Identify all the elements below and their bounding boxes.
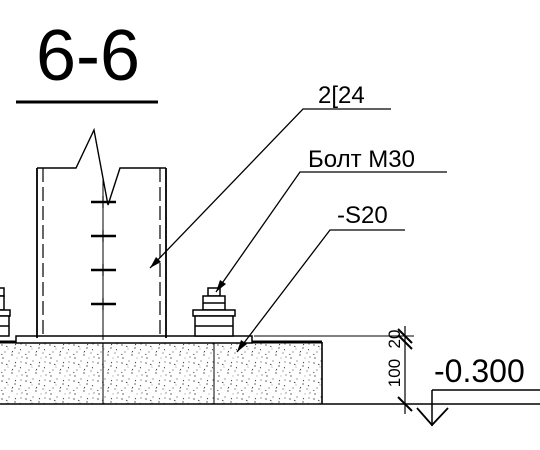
leader-plate <box>236 229 405 353</box>
column-channels <box>36 168 167 340</box>
elevation-label: -0.300 <box>434 353 525 389</box>
callout-channel: 2[24 <box>318 82 365 109</box>
anchor-bolt-right <box>192 287 236 337</box>
leader-plate-arrow <box>237 340 247 352</box>
callout-plate: -S20 <box>337 202 388 229</box>
dimension-grout: 20 <box>385 330 404 349</box>
leader-bolt-arrow <box>216 280 226 292</box>
concrete-slab <box>0 342 322 404</box>
break-line <box>37 127 166 206</box>
leader-channel-arrow <box>150 257 161 268</box>
dimension-lines <box>254 326 414 414</box>
elevation-arrow-icon <box>416 407 449 427</box>
callout-bolt: Болт M30 <box>308 146 415 173</box>
leader-bolt <box>215 171 447 293</box>
section-title: 6-6 <box>36 16 140 96</box>
anchor-bolt-left <box>0 287 11 337</box>
leader-channel <box>149 108 391 269</box>
dimension-slab: 100 <box>385 359 404 387</box>
base-plate <box>15 335 253 344</box>
